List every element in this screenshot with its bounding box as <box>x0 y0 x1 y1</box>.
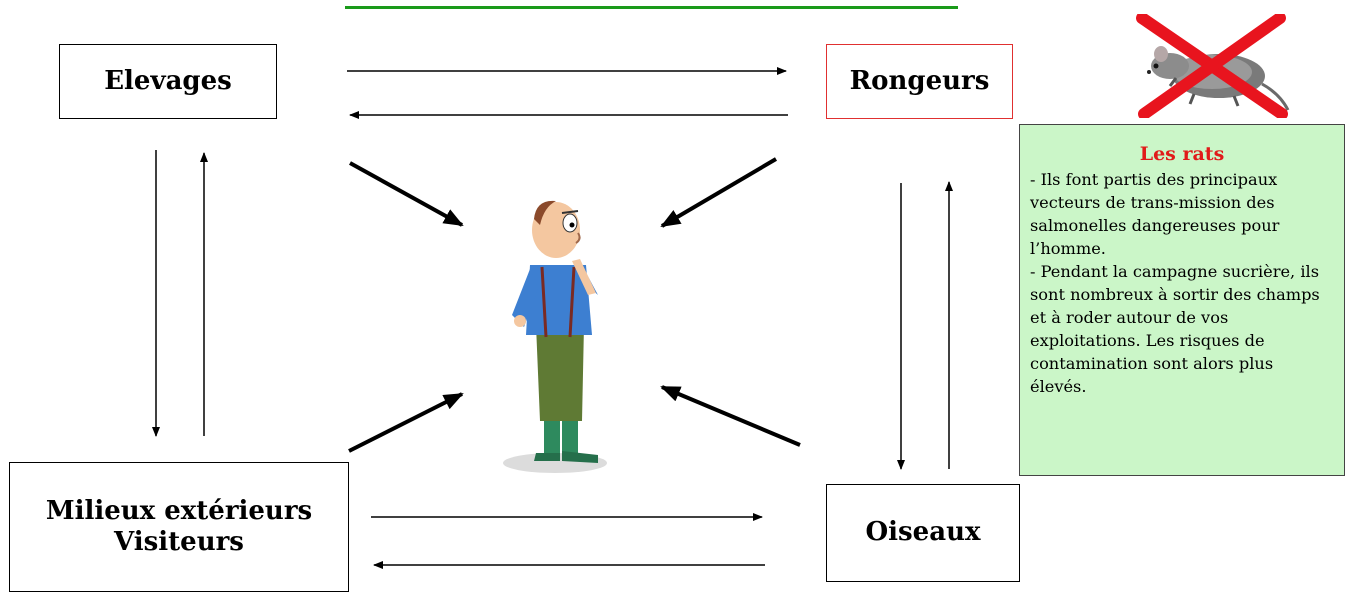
crossed-rat-image <box>1136 14 1290 118</box>
arrow-rongeurs-to-human <box>660 157 778 228</box>
info-paragraph: - Pendant la campagne sucrière, ils sont… <box>1030 262 1320 396</box>
node-oiseaux: Oiseaux <box>826 484 1020 582</box>
arrow-elevages-to-human <box>349 161 464 227</box>
title-underline <box>345 6 958 9</box>
info-text: - Ils font partis des principaux vecteur… <box>1030 168 1334 398</box>
thinking-farmer-image <box>503 200 607 473</box>
node-rongeurs: Rongeurs <box>826 44 1013 119</box>
node-oiseaux-label: Oiseaux <box>865 517 981 548</box>
node-elevages-label: Elevages <box>104 65 232 96</box>
info-paragraph: - Ils font partis des principaux vecteur… <box>1030 170 1280 258</box>
node-milieux-label: Milieux extérieurs <box>45 495 313 526</box>
node-rongeurs-label: Rongeurs <box>849 65 990 96</box>
node-visiteurs-label: Visiteurs <box>114 527 244 557</box>
arrow-milieux-to-human <box>348 392 464 453</box>
info-box-rats: Les rats - Ils font partis des principau… <box>1019 124 1345 476</box>
arrow-oiseaux-to-human <box>660 385 801 447</box>
node-elevages: Elevages <box>59 44 277 119</box>
node-milieux-visiteurs: Milieux extérieurs Visiteurs <box>9 462 349 592</box>
info-title: Les rats <box>1139 143 1225 165</box>
